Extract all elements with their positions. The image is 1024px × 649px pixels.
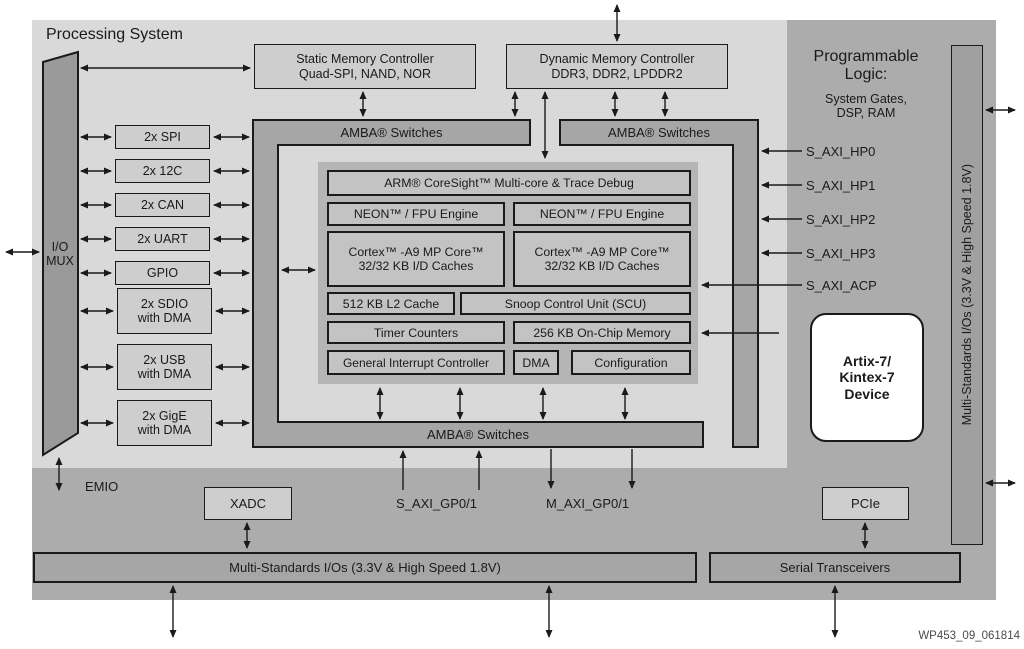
s-axi-gp-label: S_AXI_GP0/1 <box>396 496 477 511</box>
connection-arrows <box>5 4 1016 638</box>
snoop-control-unit-box: Snoop Control Unit (SCU) <box>460 292 691 315</box>
amba-switches-top-left-label: AMBA® Switches <box>340 125 443 140</box>
amba-switches-top-right-label: AMBA® Switches <box>607 125 711 140</box>
xadc-box: XADC <box>204 487 292 520</box>
dma-box: DMA <box>513 350 559 375</box>
peripheral-spi-box: 2x SPI <box>115 125 210 149</box>
cortex-a9-left-box: Cortex™ -A9 MP Core™ 32/32 KB I/D Caches <box>327 231 505 287</box>
s-axi-acp-label: S_AXI_ACP <box>806 278 877 293</box>
peripheral-i2c-box: 2x 12C <box>115 159 210 183</box>
neon-fpu-right-box: NEON™ / FPU Engine <box>513 202 691 226</box>
multi-standards-io-bottom-bar: Multi-Standards I/Os (3.3V & High Speed … <box>33 552 697 583</box>
programmable-logic-title: Programmable Logic: <box>813 48 919 84</box>
s-axi-hp2-label: S_AXI_HP2 <box>806 212 876 227</box>
io-mux-shape <box>42 50 79 457</box>
l2-cache-box: 512 KB L2 Cache <box>327 292 455 315</box>
peripheral-gpio-box: GPIO <box>115 261 210 285</box>
pcie-box: PCIe <box>822 487 909 520</box>
s-axi-hp1-label: S_AXI_HP1 <box>806 178 876 193</box>
configuration-box: Configuration <box>571 350 691 375</box>
static-memory-controller-box: Static Memory Controller Quad-SPI, NAND,… <box>254 44 476 89</box>
multi-standards-io-right-label: Multi-Standards I/Os (3.3V & High Speed … <box>960 164 974 426</box>
processing-system-title: Processing System <box>46 26 183 43</box>
peripheral-can-box: 2x CAN <box>115 193 210 217</box>
peripheral-gige-box: 2x GigE with DMA <box>117 400 212 446</box>
coresight-box: ARM® CoreSight™ Multi-core & Trace Debug <box>327 170 691 196</box>
timer-counters-box: Timer Counters <box>327 321 505 344</box>
on-chip-memory-box: 256 KB On-Chip Memory <box>513 321 691 344</box>
m-axi-gp-label: M_AXI_GP0/1 <box>546 496 630 511</box>
peripheral-uart-box: 2x UART <box>115 227 210 251</box>
neon-fpu-left-box: NEON™ / FPU Engine <box>327 202 505 226</box>
amba-switch-bracket <box>252 119 704 448</box>
amba-switch-right-arm <box>559 119 759 448</box>
peripheral-sdio-box: 2x SDIO with DMA <box>117 288 212 334</box>
peripheral-usb-box: 2x USB with DMA <box>117 344 212 390</box>
emio-label: EMIO <box>85 479 119 494</box>
amba-switches-bottom-label: AMBA® Switches <box>426 427 530 442</box>
s-axi-hp3-label: S_AXI_HP3 <box>806 246 876 261</box>
dynamic-memory-controller-box: Dynamic Memory Controller DDR3, DDR2, LP… <box>506 44 728 89</box>
s-axi-hp0-label: S_AXI_HP0 <box>806 144 876 159</box>
io-mux-label: I/O MUX <box>46 240 74 269</box>
artix-kintex-device-box: Artix-7/ Kintex-7 Device <box>810 313 924 442</box>
programmable-logic-subtitle: System Gates, DSP, RAM <box>825 92 907 121</box>
multi-standards-io-right-bar: Multi-Standards I/Os (3.3V & High Speed … <box>951 45 983 545</box>
serial-transceivers-bar: Serial Transceivers <box>709 552 961 583</box>
cortex-a9-right-box: Cortex™ -A9 MP Core™ 32/32 KB I/D Caches <box>513 231 691 287</box>
interrupt-controller-box: General Interrupt Controller <box>327 350 505 375</box>
figure-watermark: WP453_09_061814 <box>918 630 1020 642</box>
